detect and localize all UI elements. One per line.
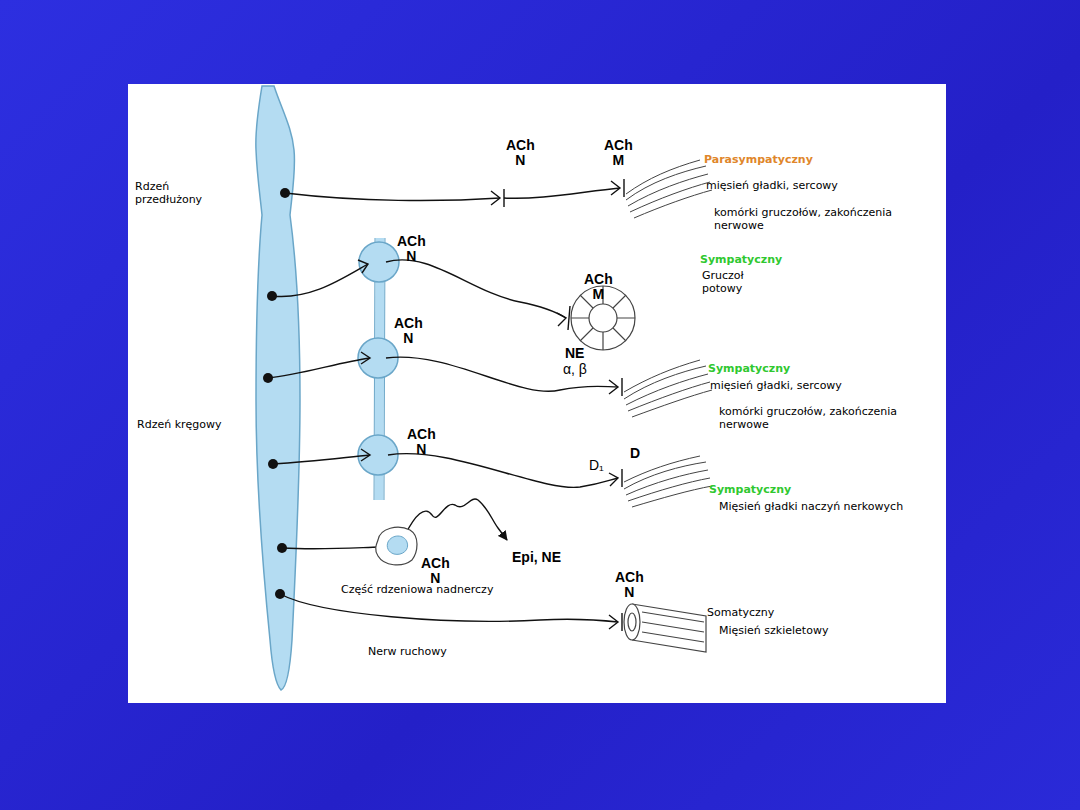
transmitter-label: NE <box>565 345 584 361</box>
receptor-label: α, β <box>563 361 587 377</box>
annotation: Mięsień szkieletowy <box>719 624 828 637</box>
annotation: komórki gruczołów, zakończenia nerwowe <box>714 206 919 232</box>
receptor-label: ACh N <box>407 427 436 458</box>
annotation: Gruczoł potowy <box>702 269 744 295</box>
division-label: Sympatyczny <box>700 253 782 266</box>
receptor-label: ACh N <box>397 234 426 265</box>
receptor-label: ACh N <box>421 556 450 587</box>
receptor-label: ACh N <box>394 316 423 347</box>
receptor-label: ACh M <box>584 272 613 303</box>
annotation: komórki gruczołów, zakończenia nerwowe <box>719 405 924 431</box>
division-label: Parasympatyczny <box>704 153 813 166</box>
receptor-label: D₁ <box>589 457 604 473</box>
sympathetic-chain <box>358 238 399 500</box>
annotation: mięsień gładki, sercowy <box>706 179 838 192</box>
annotation: Część rdzeniowa nadnerczy <box>341 583 493 596</box>
receptor-label: ACh M <box>604 138 633 169</box>
skeletal-muscle <box>624 604 706 652</box>
annotation: Rdzeń kręgowy <box>137 418 222 431</box>
receptor-label: ACh N <box>615 570 644 601</box>
neuron-fibres <box>268 179 624 631</box>
annotation: Nerw ruchowy <box>368 645 447 658</box>
transmitter-label: D <box>630 445 640 461</box>
white-panel <box>128 84 946 703</box>
annotation: Somatyczny <box>707 606 774 619</box>
cell-bodies <box>263 188 290 599</box>
annotation: Rdzeń przedłużony <box>135 180 202 206</box>
receptor-label: ACh N <box>506 138 535 169</box>
adrenal-medulla <box>376 527 417 565</box>
transmitter-label: Epi, NE <box>512 549 561 565</box>
annotation: Mięsień gładki naczyń nerkowych <box>719 500 903 513</box>
division-label: Sympatyczny <box>708 362 790 375</box>
annotation: mięsień gładki, sercowy <box>710 379 842 392</box>
smooth-muscle <box>624 160 712 507</box>
division-label: Sympatyczny <box>709 483 791 496</box>
